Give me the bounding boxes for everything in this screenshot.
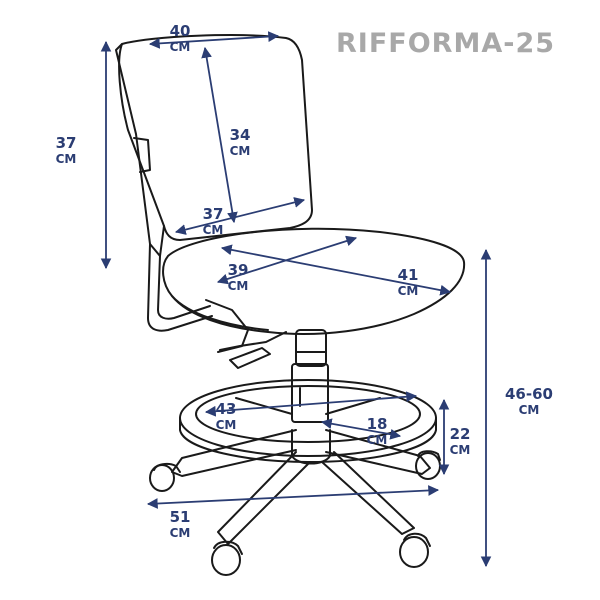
dim-line-seat-width bbox=[220, 244, 452, 296]
dim-value: 37 bbox=[55, 134, 77, 152]
chair-outline bbox=[115, 34, 466, 576]
back-support-bar-inner bbox=[157, 255, 211, 320]
dim-unit: СМ bbox=[397, 284, 419, 298]
dim-value: 39 bbox=[227, 261, 249, 279]
dim-line-back-inner bbox=[201, 46, 238, 224]
dim-unit: СМ bbox=[366, 433, 388, 447]
dim-ring-outer: 43 СМ bbox=[206, 401, 246, 433]
dim-unit: СМ bbox=[229, 144, 251, 158]
dim-line-back-lower bbox=[174, 197, 306, 235]
dim-unit: СМ bbox=[449, 443, 471, 457]
backrest-inner-edge bbox=[133, 137, 151, 173]
dim-base-width: 51 СМ bbox=[160, 509, 200, 541]
dim-unit: СМ bbox=[215, 418, 237, 432]
gas-lift-cylinder bbox=[291, 363, 329, 423]
foot-ring-thickness bbox=[179, 417, 437, 463]
dim-value: 18 bbox=[366, 415, 388, 433]
dim-line-base-width bbox=[146, 485, 440, 509]
dim-ring-inner: 18 СМ bbox=[357, 416, 397, 448]
dim-value: 51 bbox=[169, 508, 191, 526]
dimension-lines bbox=[100, 31, 492, 568]
caster-front-right bbox=[399, 532, 431, 568]
dim-seat-width: 41 СМ bbox=[388, 267, 428, 299]
dim-value: 22 bbox=[449, 425, 471, 443]
dim-line-ring-outer bbox=[204, 391, 418, 417]
dim-value: 34 bbox=[229, 126, 251, 144]
dim-line-back-width bbox=[148, 31, 280, 49]
dim-unit: СМ bbox=[202, 223, 224, 237]
lever bbox=[219, 331, 287, 351]
dim-back-inner: 34 СМ bbox=[220, 127, 260, 159]
base-hub bbox=[291, 429, 331, 465]
dim-ring-height: 22 СМ bbox=[442, 426, 478, 458]
dim-unit: СМ bbox=[169, 526, 191, 540]
dim-seat-depth: 39 СМ bbox=[218, 262, 258, 294]
lever-handle bbox=[229, 347, 271, 369]
dim-value: 37 bbox=[202, 205, 224, 223]
dim-unit: СМ bbox=[227, 279, 249, 293]
dim-seat-height: 46-60 СМ bbox=[494, 386, 564, 418]
caster-front-left bbox=[211, 540, 243, 576]
base-leg-right bbox=[325, 429, 431, 475]
dim-unit: СМ bbox=[55, 152, 77, 166]
dim-back-lower: 37 СМ bbox=[193, 206, 233, 238]
dim-value: 41 bbox=[397, 266, 419, 284]
dim-value: 46-60 bbox=[505, 385, 553, 403]
dim-unit: СМ bbox=[169, 40, 191, 54]
dim-back-height: 37 СМ bbox=[46, 135, 86, 167]
base-leg-left bbox=[171, 429, 297, 477]
dim-back-width: 40 СМ bbox=[160, 23, 200, 55]
product-title: RIFFORMA-25 bbox=[336, 28, 556, 59]
foot-ring-inner bbox=[195, 385, 421, 443]
gas-lift-top bbox=[295, 329, 327, 367]
dim-value: 43 bbox=[215, 400, 237, 418]
dim-line-ring-inner bbox=[320, 418, 402, 440]
backrest-side-panel bbox=[115, 43, 165, 257]
dim-unit: СМ bbox=[518, 403, 540, 417]
dim-value: 40 bbox=[169, 22, 191, 40]
back-support-bar bbox=[147, 243, 213, 332]
seat-edge bbox=[171, 295, 269, 331]
